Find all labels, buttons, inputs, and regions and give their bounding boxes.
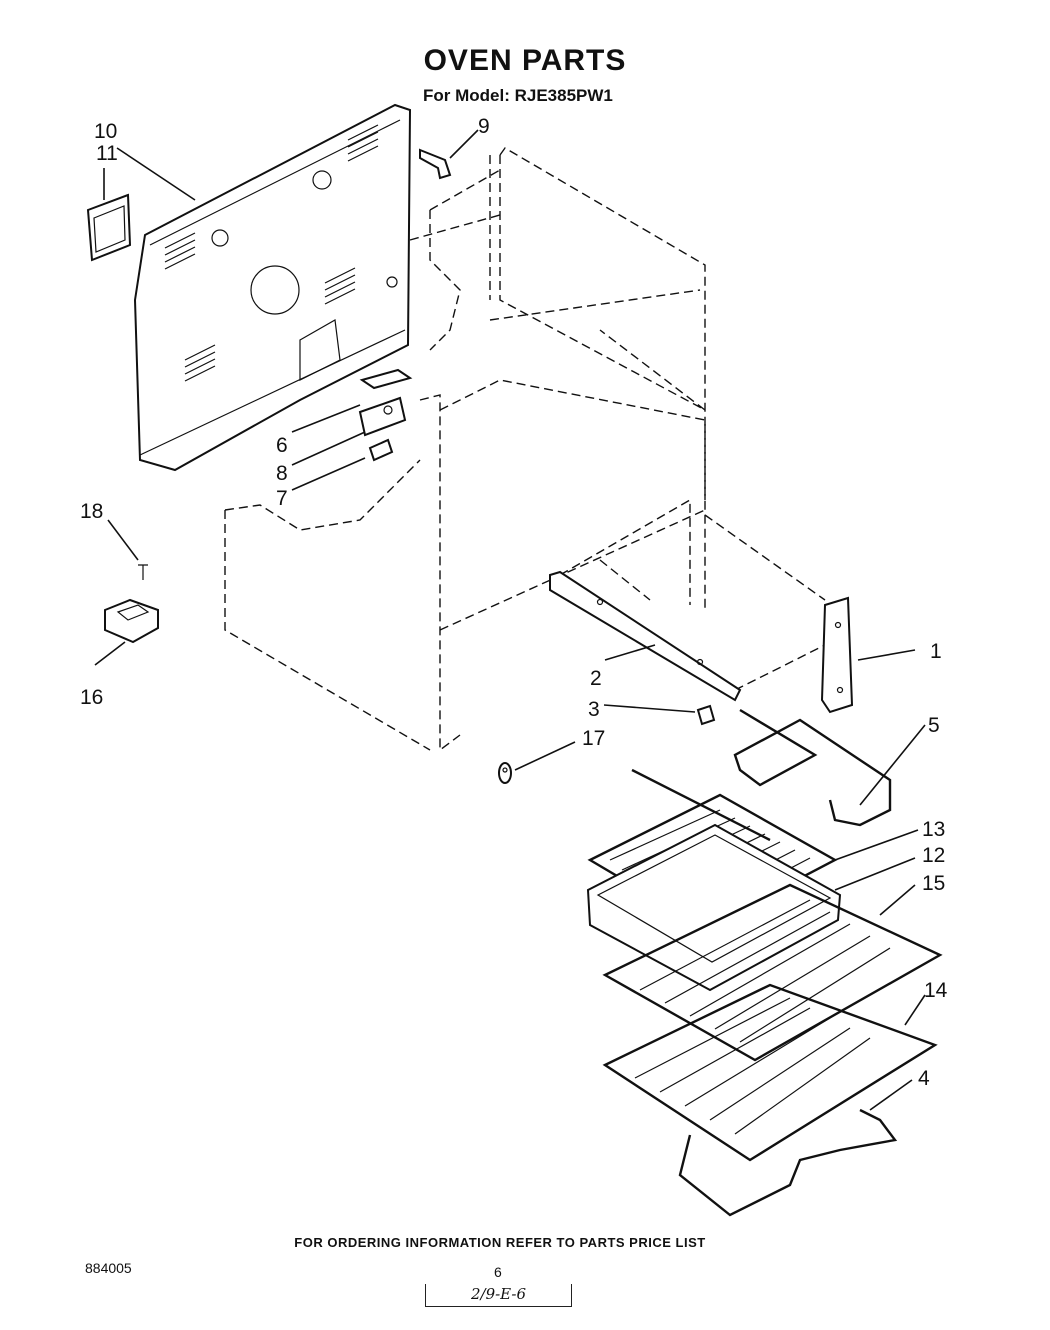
terminal-block (358, 368, 413, 462)
junction-box (104, 598, 159, 644)
callout-13: 13 (922, 818, 945, 841)
element-rail (549, 570, 742, 702)
callout-11: 11 (96, 142, 118, 165)
leader-lines (94, 129, 926, 1111)
callout-9: 9 (478, 115, 490, 138)
page-number: 6 (494, 1264, 502, 1280)
rear-panel (133, 103, 412, 472)
callout-14: 14 (924, 979, 948, 1002)
page-title: OVEN PARTS (423, 44, 627, 77)
callout-4: 4 (918, 1067, 930, 1090)
callout-5: 5 (928, 714, 940, 737)
callout-16: 16 (80, 686, 103, 709)
callout-labels: 1 2 3 4 5 6 7 8 9 10 11 12 13 14 15 16 1… (80, 115, 948, 1090)
cover-plate (86, 193, 132, 262)
callout-18: 18 (80, 500, 103, 523)
callout-2: 2 (590, 667, 602, 690)
oven-rack-upper (602, 883, 943, 1062)
broiler-pan (586, 823, 842, 992)
callout-1: 1 (930, 640, 942, 663)
model-number: For Model: RJE385PW1 (423, 86, 613, 105)
callout-6: 6 (276, 434, 288, 457)
broil-element (678, 1108, 898, 1217)
callout-7: 7 (276, 487, 288, 510)
oven-rack-lower (602, 983, 938, 1162)
callout-3: 3 (588, 698, 600, 721)
screw (138, 564, 148, 580)
grommet (498, 762, 512, 784)
side-panel (820, 596, 854, 714)
handwritten-code: 2/9-E-6 (425, 1284, 572, 1307)
callout-10: 10 (94, 120, 117, 143)
oven-cavity-outline (224, 147, 836, 752)
element-clip (696, 704, 716, 726)
ordering-note: FOR ORDERING INFORMATION REFER TO PARTS … (294, 1235, 706, 1250)
document-number: 884005 (85, 1260, 132, 1276)
callout-15: 15 (922, 872, 945, 895)
callout-17: 17 (582, 727, 605, 750)
callout-12: 12 (922, 844, 945, 867)
callout-8: 8 (276, 462, 288, 485)
bracket (419, 148, 452, 180)
